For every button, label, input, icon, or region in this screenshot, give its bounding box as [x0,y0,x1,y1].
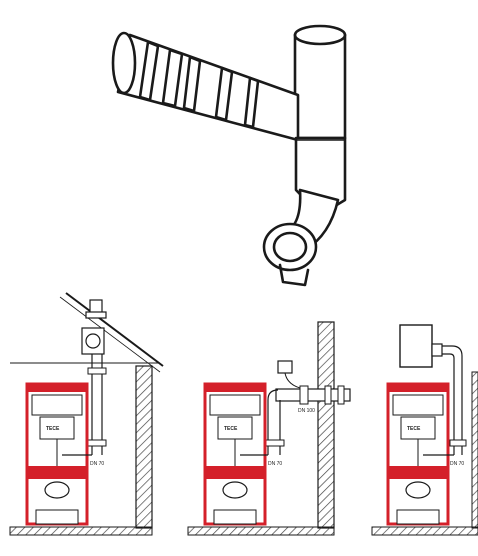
pipe-label-1: DN 70 [90,461,104,467]
tece-frame-3: TECE [386,382,450,526]
pipe-label-2: DN 70 [268,461,282,467]
scene-wall-vent: DN 100 TECE DN 70 [187,321,351,536]
scene-roof-vent: TECE DN 70 [9,292,164,536]
frame-brand-1: TECE [46,426,60,432]
pipe-label-3: DN 70 [450,461,464,467]
tece-frame-2: TECE [203,382,267,526]
frame-brand-3: TECE [407,426,421,432]
tece-frame-1: TECE [25,382,89,526]
frame-brand-2: TECE [224,426,238,432]
pipe-label-2b: DN 100 [298,408,315,414]
scene-air-valve: TECE DN 70 [371,324,478,536]
pipe-fitting-illustration [111,24,347,287]
